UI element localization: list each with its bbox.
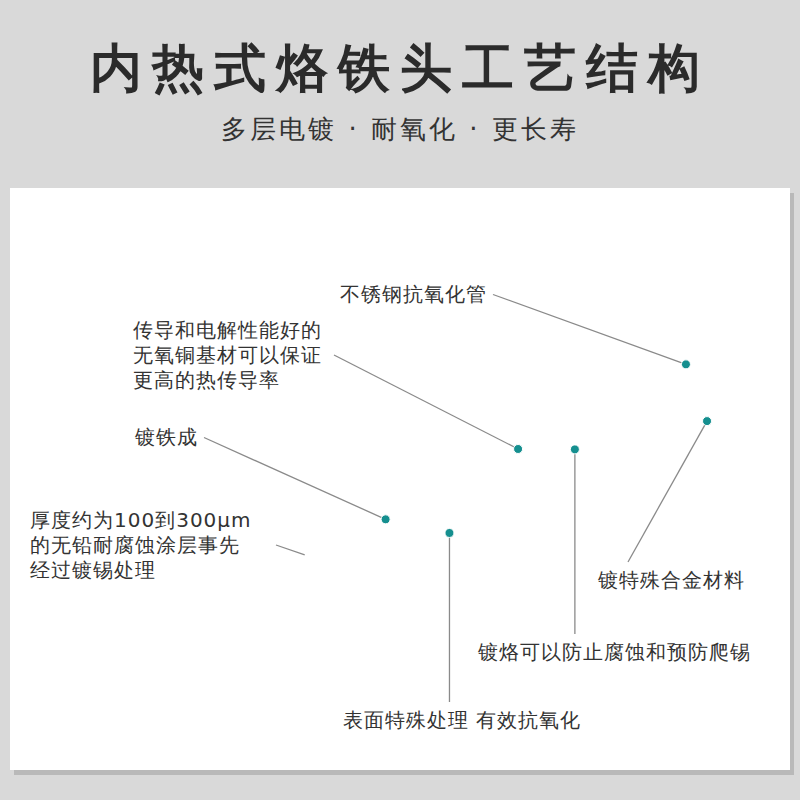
leader-line [449, 533, 450, 702]
leader-line [334, 355, 518, 449]
leader-line [574, 449, 575, 634]
callout-dot [514, 444, 523, 453]
stainless-tube [531, 380, 800, 456]
callout-label: 镀铁成 [135, 425, 198, 450]
callout-dot [681, 360, 690, 369]
alloy-layer [359, 380, 800, 624]
leader-line [276, 545, 305, 555]
leader-line [628, 421, 707, 562]
callout-label: 镀特殊合金材料 [598, 568, 745, 593]
panel [10, 188, 790, 770]
callout-label: 镀烙可以防止腐蚀和预防爬锡 [478, 640, 751, 665]
callout-label: 传导和电解性能好的 无氧铜基材可以保证 更高的热传导率 [133, 318, 328, 393]
callout-label: 不锈钢抗氧化管 [340, 282, 487, 307]
callout-dot [570, 445, 579, 454]
leader-line [493, 295, 686, 365]
callout-dot [445, 528, 454, 537]
white-gap [359, 380, 800, 629]
callout-label: 厚度约为100到300μm 的无铅耐腐蚀涂层事先 经过镀锡处理 [30, 508, 270, 583]
iron-tip [359, 380, 800, 681]
subtitle: 多层电镀 · 耐氧化 · 更长寿 [0, 112, 800, 147]
iron-plating [359, 443, 529, 585]
callout-label: 表面特殊处理 有效抗氧化 [343, 708, 581, 733]
copper-core [359, 380, 800, 618]
callout-dot [381, 515, 390, 524]
leader-line [204, 438, 386, 520]
callout-dot [703, 417, 712, 426]
cavity-gap [522, 380, 800, 463]
title: 内热式烙铁头工艺结构 [0, 34, 800, 104]
surface-layer [359, 380, 800, 645]
chrome-layer [513, 380, 800, 471]
